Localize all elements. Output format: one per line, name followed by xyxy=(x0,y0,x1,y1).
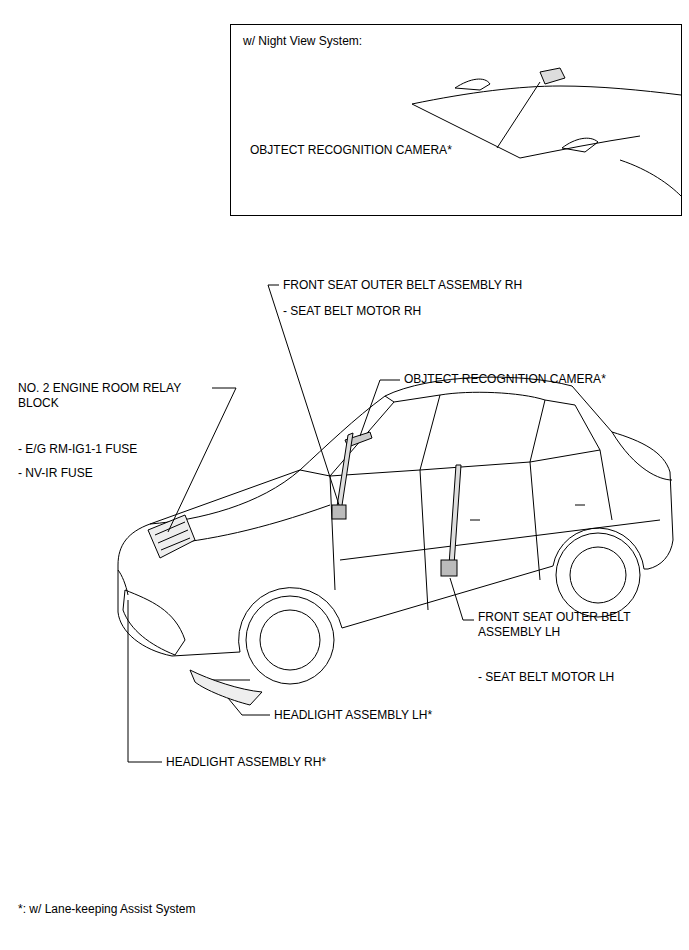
part-label: - SEAT BELT MOTOR RH xyxy=(283,304,421,319)
part-label: - E/G RM-IG1-1 FUSE xyxy=(18,442,137,457)
footnote: *: w/ Lane-keeping Assist System xyxy=(18,902,195,917)
part-label: - SEAT BELT MOTOR LH xyxy=(478,670,614,685)
car-body xyxy=(118,377,673,680)
wheels xyxy=(246,533,640,684)
part-label: FRONT SEAT OUTER BELT ASSEMBLY LH xyxy=(478,610,668,640)
part-label: NO. 2 ENGINE ROOM RELAY BLOCK xyxy=(18,381,198,411)
front-grille-headlights xyxy=(118,570,262,705)
part-label: FRONT SEAT OUTER BELT ASSEMBLY RH xyxy=(283,278,522,293)
part-label: - NV-IR FUSE xyxy=(18,466,93,481)
leader-lines xyxy=(128,285,474,762)
inset-heading: w/ Night View System: xyxy=(243,34,362,49)
part-label: HEADLIGHT ASSEMBLY RH* xyxy=(166,755,326,770)
inset-frame: w/ Night View System: OBJTECT RECOGNITION… xyxy=(230,24,682,216)
seat-belts xyxy=(332,433,461,576)
inset-windshield xyxy=(412,68,681,196)
part-label: OBJTECT RECOGNITION CAMERA* xyxy=(250,143,452,158)
part-label: HEADLIGHT ASSEMBLY LH* xyxy=(274,708,432,723)
relay-block xyxy=(148,515,195,558)
part-label: OBJTECT RECOGNITION CAMERA* xyxy=(404,372,606,387)
